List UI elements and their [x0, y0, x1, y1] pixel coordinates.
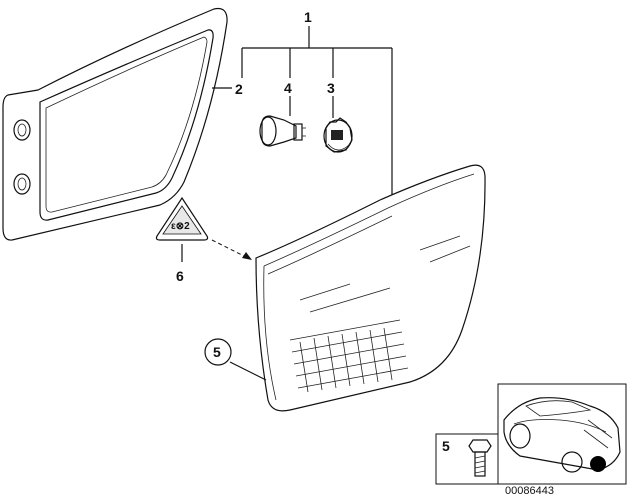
callout-6-label: 6	[176, 268, 184, 284]
warning-label-part: ε⊗2	[155, 196, 209, 241]
callout-1-label: 1	[304, 9, 312, 25]
gasket-frame	[2, 7, 228, 241]
callout-2-label: 2	[235, 81, 243, 97]
callout-3-label: 3	[327, 80, 335, 96]
socket-part	[323, 117, 353, 153]
callout-tree-1	[212, 26, 393, 195]
diagram-id: 00086443	[505, 485, 554, 496]
bulb-part	[259, 115, 306, 147]
inset-car-box	[497, 383, 627, 485]
inset-bolt-box	[435, 433, 499, 485]
lens-grid	[289, 319, 409, 393]
arrow-to-lamp	[211, 239, 252, 260]
lamp-housing-part	[255, 164, 486, 412]
callout-5-label: 5	[213, 344, 221, 360]
callout-4-label: 4	[284, 80, 292, 96]
inset-callout-5-label: 5	[442, 438, 450, 454]
warning-glyph: ε⊗2	[171, 221, 190, 232]
